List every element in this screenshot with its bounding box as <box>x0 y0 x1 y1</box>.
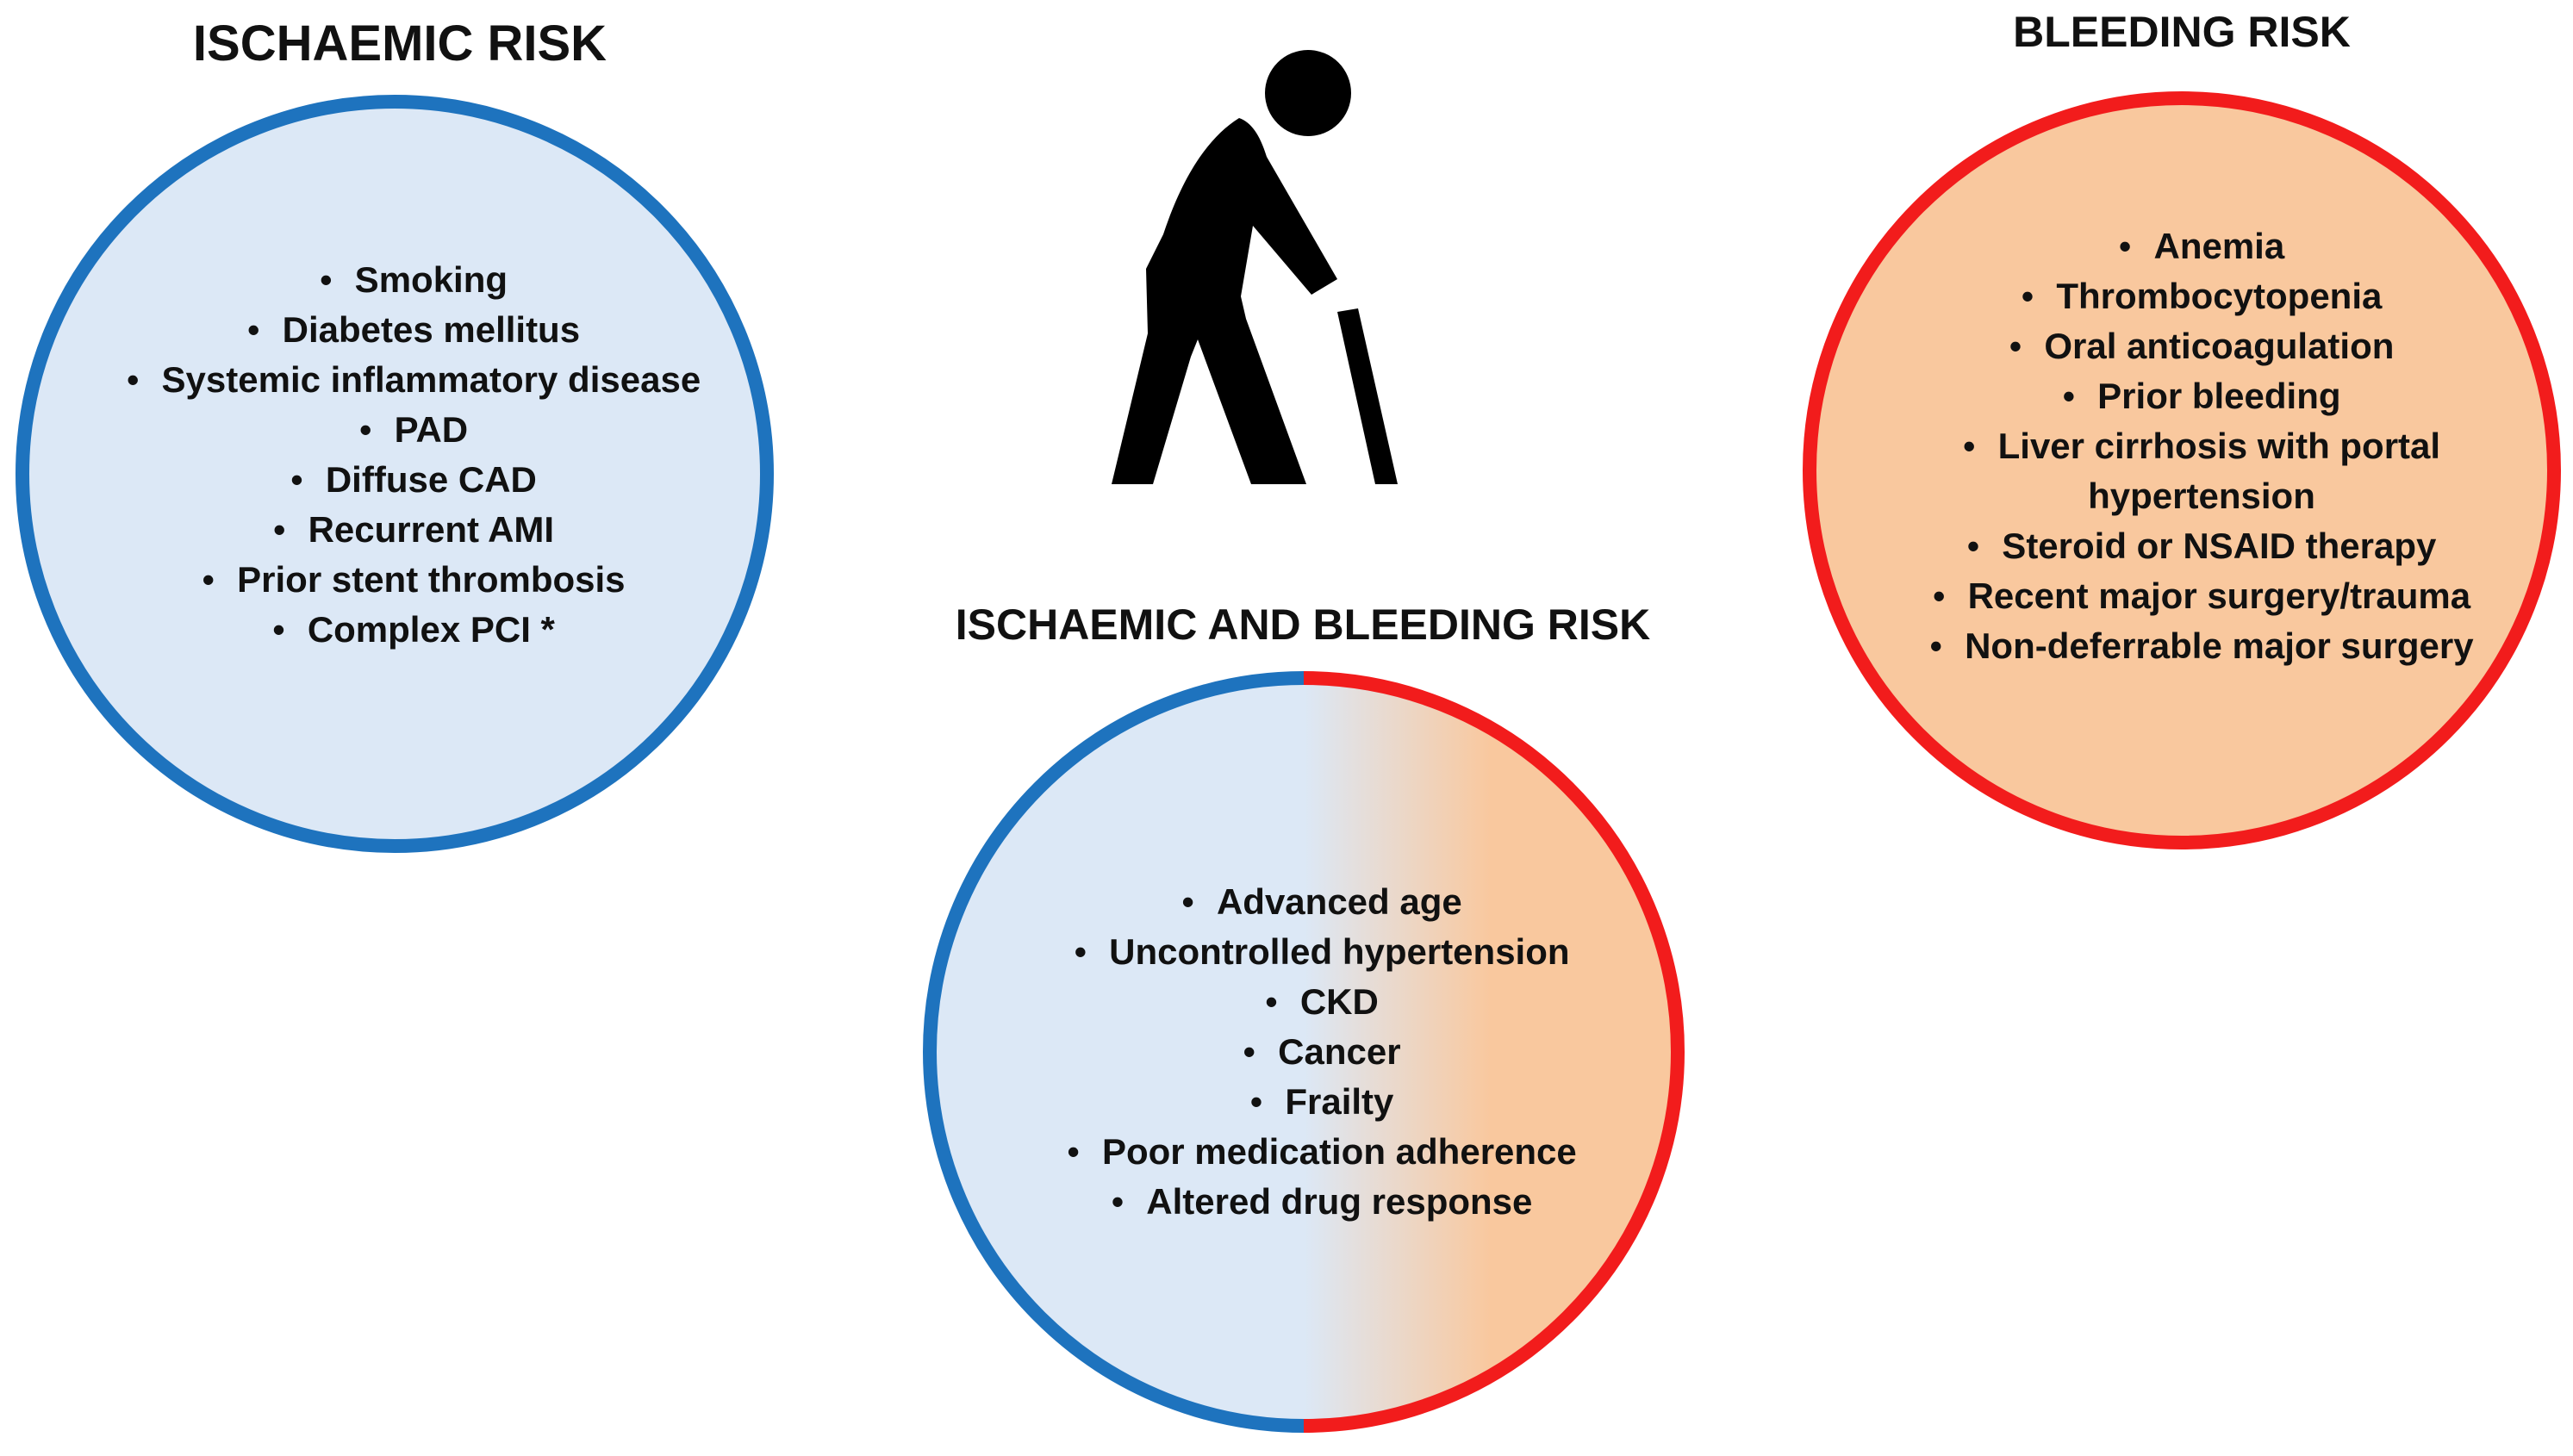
list-item: •Oral anticoagulation <box>2009 326 2395 366</box>
list-item: •Recent major surgery/trauma <box>1932 576 2471 616</box>
list-item: •Advanced age <box>1181 881 1462 922</box>
list-item: •PAD <box>358 409 469 450</box>
list-item: •Altered drug response <box>1111 1181 1533 1222</box>
list-item: •Diffuse CAD <box>290 459 537 500</box>
combined-circle-blue-arc <box>923 671 1305 1433</box>
list-item: •CKD <box>1265 981 1379 1022</box>
ischaemic-risk-title: ISCHAEMIC RISK <box>192 16 607 72</box>
list-item: •Non-deferrable major surgery <box>1929 625 2474 666</box>
bleeding-risk-list: •Anemia •Thrombocytopenia •Oral anticoag… <box>1929 221 2473 671</box>
list-item: •Liver cirrhosis with portal <box>1962 426 2441 466</box>
ischaemic-and-bleeding-risk-list: •Advanced age •Uncontrolled hypertension… <box>1067 877 1577 1227</box>
list-item: •Poor medication adherence <box>1067 1131 1577 1172</box>
list-item: •Recurrent AMI <box>272 509 555 550</box>
list-item: •Prior stent thrombosis <box>202 559 626 600</box>
list-item: •Steroid or NSAID therapy <box>1966 526 2437 566</box>
elderly-person-with-cane-icon <box>1112 50 1398 484</box>
list-item: •Frailty <box>1249 1081 1394 1122</box>
list-item: •Thrombocytopenia <box>2021 276 2383 316</box>
list-item: •Anemia <box>2118 226 2285 266</box>
ischaemic-and-bleeding-risk-title: ISCHAEMIC AND BLEEDING RISK <box>955 600 1651 649</box>
combined-circle-red-arc <box>1303 671 1685 1433</box>
bleeding-risk-title: BLEEDING RISK <box>2013 8 2351 56</box>
list-item: •Prior bleeding <box>2062 376 2341 416</box>
ischaemic-and-bleeding-risk-circle <box>923 671 1685 1433</box>
combined-circle-fill <box>930 678 1678 1426</box>
list-item: •Diabetes mellitus <box>246 309 581 350</box>
list-item: •Systemic inflammatory disease <box>126 359 701 400</box>
ischaemic-risk-list: •Smoking •Diabetes mellitus •Systemic in… <box>127 255 701 655</box>
list-item: •Smoking <box>319 259 508 300</box>
list-item: •Complex PCI * <box>272 609 555 650</box>
list-item: •Uncontrolled hypertension <box>1074 931 1570 972</box>
list-item-continuation: hypertension <box>2088 476 2315 516</box>
list-item: •Cancer <box>1243 1031 1401 1072</box>
